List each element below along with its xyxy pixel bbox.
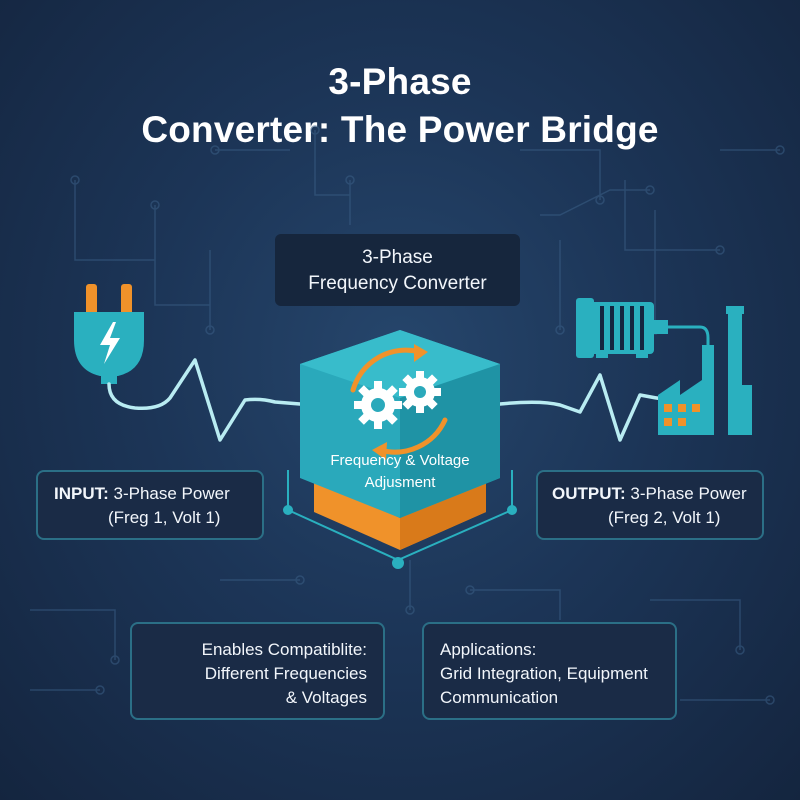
input-text: 3-Phase Power [113, 484, 230, 503]
converter-cube [283, 330, 517, 569]
input-label: INPUT: [54, 484, 109, 503]
compatibility-line-1: Enables Compatiblite: [201, 640, 367, 659]
input-detail: (Freg 1, Volt 1) [108, 508, 221, 527]
output-text: 3-Phase Power [630, 484, 747, 503]
output-label: OUTPUT: [552, 484, 626, 503]
applications-line-2: Grid Integration, Equipment [440, 664, 648, 683]
input-cable [107, 358, 302, 442]
applications-card: Applications: Grid Integration, Equipmen… [422, 622, 677, 720]
plug-icon [74, 284, 144, 384]
converter-label-line-2: Frequency Converter [308, 273, 487, 294]
cube-label-line-1: Frequency & Voltage [330, 452, 470, 469]
cube-label: Frequency & Voltage Adjusment [300, 450, 500, 494]
input-card: INPUT: 3-Phase Power (Freg 1, Volt 1) [36, 470, 264, 540]
cube-label-line-2: Adjusment [364, 474, 436, 491]
page-title: 3-Phase Converter: The Power Bridge [0, 58, 800, 154]
compatibility-card: Enables Compatiblite: Different Frequenc… [130, 622, 385, 720]
applications-line-1: Applications: [440, 640, 537, 659]
title-line-1: 3-Phase [328, 61, 472, 102]
compatibility-line-3: & Voltages [285, 688, 367, 707]
output-heading: OUTPUT: 3-Phase Power [538, 482, 762, 506]
gear-icon [350, 344, 448, 460]
output-detail: (Freg 2, Volt 1) [608, 508, 721, 527]
motor-icon [576, 298, 710, 358]
output-card: OUTPUT: 3-Phase Power (Freg 2, Volt 1) [536, 470, 764, 540]
output-cable [498, 373, 672, 442]
compatibility-line-2: Different Frequencies [204, 664, 367, 683]
title-line-2: Converter: The Power Bridge [141, 109, 659, 150]
factory-icon [658, 306, 752, 435]
circuit-traces [30, 125, 785, 705]
applications-line-3: Communication [440, 688, 559, 707]
converter-label-line-1: 3-Phase [362, 247, 433, 268]
input-heading: INPUT: 3-Phase Power [38, 482, 262, 506]
converter-label-box: 3-Phase Frequency Converter [275, 234, 520, 306]
